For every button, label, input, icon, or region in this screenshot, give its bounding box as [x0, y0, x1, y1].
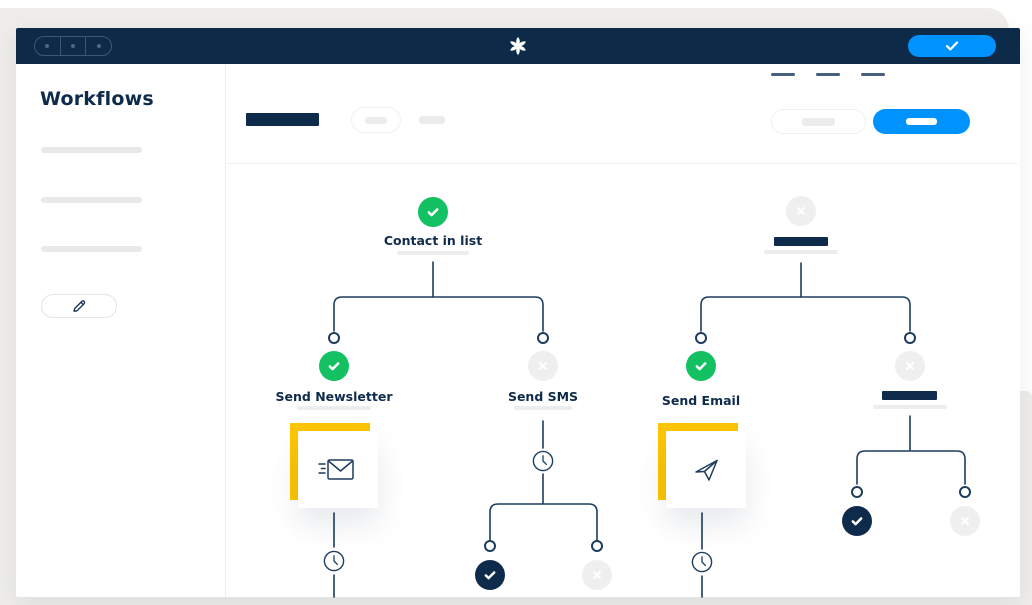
- label-underline-placeholder: [297, 406, 371, 410]
- x-icon: [539, 362, 547, 370]
- outcome-status-inactive[interactable]: [950, 506, 980, 536]
- x-icon: [961, 517, 969, 525]
- window-button-dot-icon: [96, 44, 101, 48]
- checkmark-icon: [945, 41, 959, 51]
- connector-dot: [959, 486, 971, 498]
- paper-plane-icon: [695, 459, 718, 481]
- connector-dot: [484, 540, 496, 552]
- connector-dot: [695, 332, 707, 344]
- sidebar-list-placeholder: [41, 246, 142, 252]
- connector-dot: [904, 332, 916, 344]
- edit-workflow-button[interactable]: [41, 294, 117, 318]
- outcome-status-success-dark[interactable]: [475, 560, 505, 590]
- label-underline-placeholder: [514, 406, 572, 410]
- connector-dot: [591, 540, 603, 552]
- node-label-placeholder: [774, 237, 828, 246]
- pencil-icon: [73, 300, 86, 312]
- email-card[interactable]: [666, 431, 746, 508]
- x-icon: [593, 571, 601, 579]
- label-underline-placeholder: [397, 251, 469, 255]
- titlebar-confirm-button[interactable]: [908, 35, 996, 57]
- wait-step[interactable]: [532, 450, 554, 472]
- node-status-inactive[interactable]: [786, 196, 816, 226]
- button-dash-placeholder: [906, 118, 937, 125]
- wait-step[interactable]: [323, 550, 345, 572]
- window-button-dot-icon: [71, 44, 75, 48]
- nav-menu-placeholder[interactable]: [771, 73, 795, 76]
- page-title-placeholder: [246, 113, 319, 126]
- sidebar-title: Workflows: [40, 88, 154, 110]
- sidebar-divider: [225, 64, 226, 597]
- sidebar-list-placeholder: [41, 147, 142, 153]
- window-button-3[interactable]: [86, 37, 111, 55]
- window-button-2[interactable]: [61, 37, 87, 55]
- sendinblue-pinwheel-logo-icon: [507, 35, 529, 57]
- node-label: Contact in list: [383, 233, 483, 248]
- x-icon: [797, 207, 805, 215]
- checkmark-icon: [851, 517, 863, 526]
- window-button-1[interactable]: [35, 37, 61, 55]
- node-label-placeholder: [882, 391, 937, 400]
- connector-dot: [537, 332, 549, 344]
- header-divider: [228, 163, 1018, 164]
- outcome-status-success-dark[interactable]: [842, 506, 872, 536]
- primary-button-placeholder[interactable]: [873, 109, 970, 134]
- outcome-status-inactive[interactable]: [582, 560, 612, 590]
- nav-menu-placeholder[interactable]: [861, 73, 885, 76]
- node-status-success[interactable]: [686, 351, 716, 381]
- sidebar-list-placeholder: [41, 197, 142, 203]
- node-status-success[interactable]: [418, 197, 448, 227]
- node-status-inactive[interactable]: [895, 351, 925, 381]
- node-label: Send Newsletter: [275, 389, 393, 404]
- window-controls[interactable]: [34, 36, 112, 56]
- titlebar: [16, 28, 1020, 76]
- clock-icon: [691, 551, 713, 573]
- label-underline-placeholder: [764, 250, 838, 254]
- secondary-button-placeholder[interactable]: [771, 109, 866, 134]
- connector-dot: [851, 486, 863, 498]
- node-status-inactive[interactable]: [528, 351, 558, 381]
- checkmark-icon: [427, 208, 439, 217]
- nav-menu-placeholder[interactable]: [816, 73, 840, 76]
- checkmark-icon: [328, 362, 340, 371]
- newsletter-card[interactable]: [298, 431, 378, 508]
- wait-step[interactable]: [691, 551, 713, 573]
- pill-dash-placeholder: [365, 116, 387, 124]
- node-label: Send Email: [661, 393, 741, 408]
- window-button-dot-icon: [45, 44, 50, 48]
- node-status-success[interactable]: [319, 351, 349, 381]
- clock-icon: [532, 450, 554, 472]
- header-pill-placeholder[interactable]: [351, 107, 401, 133]
- newsletter-envelope-icon: [318, 458, 354, 480]
- connector-dot: [328, 332, 340, 344]
- checkmark-icon: [484, 571, 496, 580]
- node-label: Send SMS: [507, 389, 579, 404]
- clock-icon: [323, 550, 345, 572]
- checkmark-icon: [695, 362, 707, 371]
- button-dash-placeholder: [802, 117, 835, 126]
- header-text-placeholder: [419, 116, 445, 124]
- x-icon: [906, 362, 914, 370]
- label-underline-placeholder: [873, 405, 947, 409]
